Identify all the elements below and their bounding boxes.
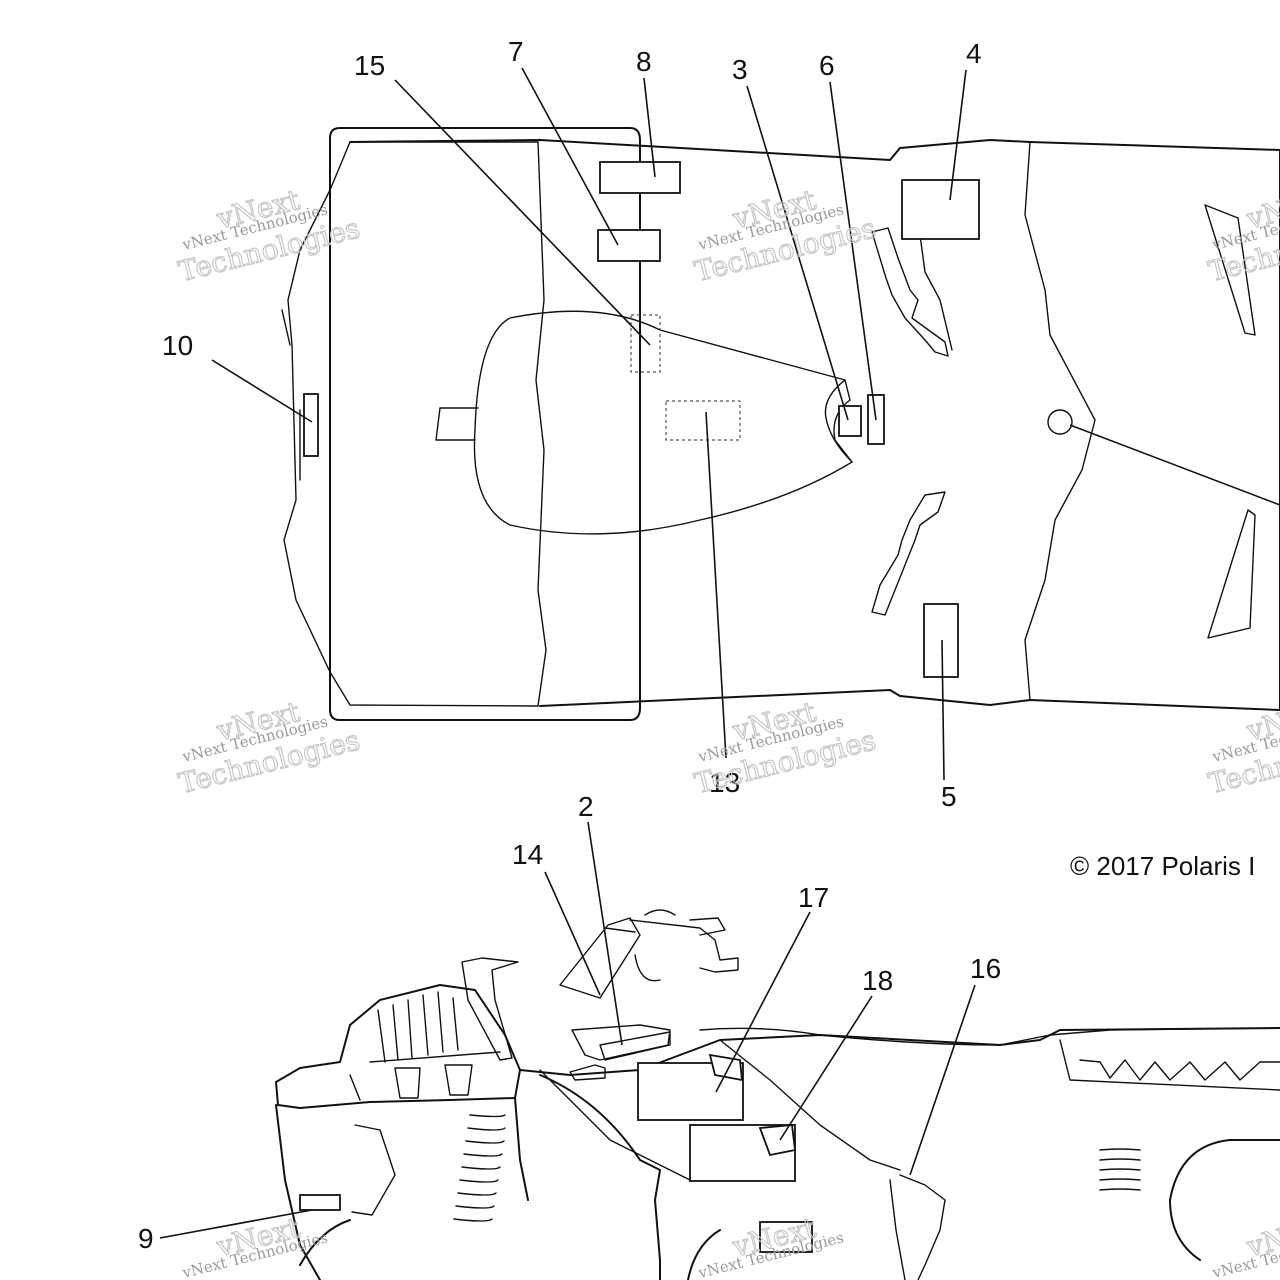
headlight-vents: [349, 1064, 473, 1101]
callout-14: 14: [512, 839, 543, 870]
seat-front-tab: [824, 379, 853, 463]
gas-cap: [1047, 409, 1073, 435]
front-fender-lower: [275, 1097, 529, 1280]
front-wheel-well: [539, 1074, 661, 1280]
left-footwell: [871, 227, 949, 357]
seat-outline: [473, 310, 853, 535]
callout-8: 8: [636, 46, 652, 77]
main-body-outline: [349, 139, 1280, 711]
decal-5: [923, 603, 959, 678]
side-body: [519, 1027, 1280, 1076]
callout-5: 5: [941, 781, 957, 812]
decal-17-small: [708, 1053, 744, 1082]
copyright-text: © 2017 Polaris I: [1070, 851, 1255, 881]
gas-cap-side: [569, 1064, 606, 1081]
rear-fender-outline: [329, 127, 641, 721]
decal-bottom-center: [759, 1221, 813, 1253]
seat-side: [699, 1027, 1280, 1046]
headlight-grille: [369, 991, 501, 1063]
callouts-top: 15 7 8 3 6 4 10 13 5: [162, 36, 982, 812]
callout-18: 18: [862, 965, 893, 996]
callout-15: 15: [354, 50, 385, 81]
handlebar-left: [917, 219, 953, 351]
callout-2: 2: [578, 791, 594, 822]
decal-13: [665, 400, 741, 441]
decal-15: [630, 314, 661, 373]
callout-13: 13: [709, 767, 740, 798]
rear-rack-line: [281, 309, 301, 481]
decal-9: [299, 1194, 341, 1211]
right-footwell: [871, 491, 946, 616]
decal-18-small: [758, 1124, 796, 1157]
leader-lines-top: [211, 67, 1280, 781]
decal-3: [838, 405, 862, 437]
decal-7: [597, 229, 661, 262]
atv-top-view: [281, 127, 1280, 721]
snorkel: [461, 957, 519, 1061]
rear-fender-inner: [283, 141, 547, 707]
seat-rear-tab: [435, 407, 479, 441]
decal-10: [303, 393, 319, 457]
callout-17: 17: [798, 882, 829, 913]
front-shock-spring: [453, 1114, 506, 1222]
front-fender-inner: [1024, 141, 1096, 701]
callout-4: 4: [966, 38, 982, 69]
callout-16: 16: [970, 953, 1001, 984]
callouts-side: 2 14 17 18 16 9: [138, 791, 1001, 1254]
decal-4: [901, 179, 980, 240]
front-wheel-arc: [299, 1219, 721, 1280]
top-view-decals: [303, 161, 980, 678]
leader-lines-side: [159, 821, 976, 1239]
front-a-arm: [351, 1124, 396, 1216]
atv-side-view: [275, 909, 1280, 1280]
decal-8: [599, 161, 681, 194]
fuel-tank-decal-area: [599, 1031, 671, 1061]
side-panel-right: [889, 1174, 946, 1280]
rear-rack: [1059, 1039, 1280, 1091]
front-panel-right: [1204, 204, 1256, 639]
callout-10: 10: [162, 330, 193, 361]
rear-wheel: [1169, 1139, 1280, 1261]
callout-7: 7: [508, 36, 524, 67]
callout-6: 6: [819, 50, 835, 81]
side-panel-line: [539, 1039, 901, 1181]
handlebar-assembly: [559, 909, 739, 999]
callout-3: 3: [732, 54, 748, 85]
callout-9: 9: [138, 1223, 154, 1254]
rear-spring: [1099, 1148, 1141, 1191]
